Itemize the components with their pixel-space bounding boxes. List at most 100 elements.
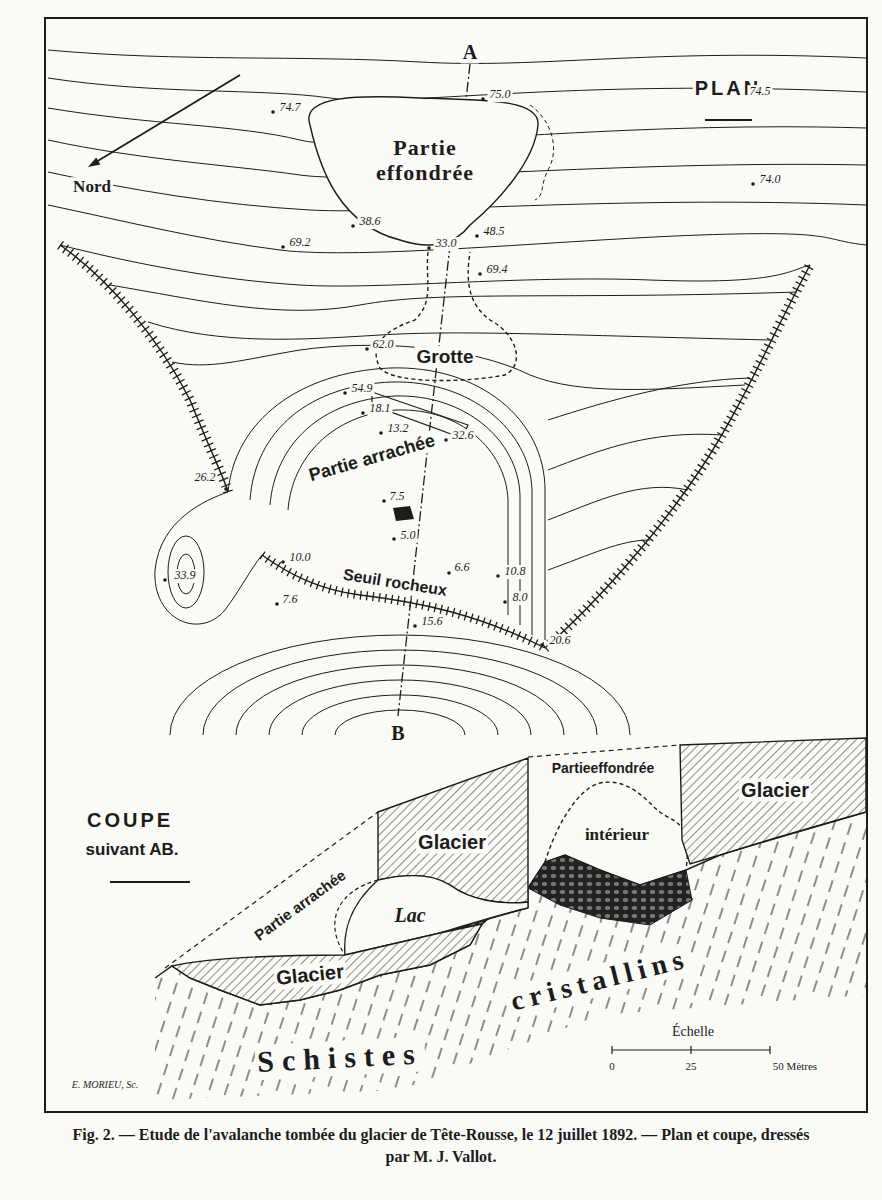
spot-height: 62.0	[371, 338, 396, 352]
former-surface-line	[528, 745, 680, 757]
region-label: intérieur	[583, 825, 651, 845]
interior-cavity: intérieur	[540, 775, 695, 875]
spot-height: 33.9	[173, 569, 198, 583]
spot-point	[751, 182, 755, 186]
cliff-line	[545, 265, 810, 648]
cliff-edges	[60, 245, 810, 648]
region-label: Partie effondrée	[348, 135, 502, 186]
cliff-hachure	[60, 245, 228, 492]
spot-height: 54.9	[350, 382, 375, 396]
north-label: Nord	[71, 177, 113, 197]
contour-line	[168, 536, 204, 608]
node-shape	[545, 782, 687, 868]
contour-line	[270, 396, 520, 625]
axis-letter: B	[389, 722, 406, 745]
spot-height: 38.6	[358, 215, 383, 229]
scale-bar	[612, 1046, 770, 1054]
panel-title: COUPE	[85, 809, 175, 832]
title-underline	[705, 119, 752, 121]
spot-height: 7.6	[281, 593, 300, 607]
region-label: Grotte	[415, 346, 476, 368]
north-arrow-head	[88, 157, 100, 167]
title-underline	[110, 881, 190, 883]
cliff-line	[262, 555, 545, 648]
contour-line	[155, 492, 262, 624]
spot-height: 10.8	[503, 565, 528, 579]
panel-subtitle: suivant AB.	[84, 840, 181, 860]
contour-line	[548, 434, 722, 470]
spot-point	[478, 272, 482, 276]
rubble-deposit	[528, 855, 692, 925]
spot-point	[382, 499, 386, 503]
spot-height: 33.0	[434, 237, 459, 251]
spot-point	[447, 571, 451, 575]
spot-height: 69.2	[288, 236, 313, 250]
spot-height: 48.5	[482, 225, 507, 239]
contour-line	[48, 50, 866, 63]
scale-tick	[690, 1046, 691, 1054]
region-label: Lac	[392, 904, 427, 927]
area-label: Partie arrachée	[249, 865, 350, 945]
spot-point	[224, 487, 228, 491]
rock-block	[393, 506, 414, 521]
spot-point	[540, 643, 544, 647]
spot-height: 74.7	[278, 101, 303, 115]
engraver-signature: E. MORIEU, Sc.	[70, 1079, 140, 1091]
spot-height: 69.4	[485, 263, 510, 277]
contour-line	[250, 382, 532, 635]
spot-height: 74.5	[748, 85, 773, 99]
spot-point	[361, 411, 365, 415]
contour-line	[170, 635, 630, 735]
scale-title: Échelle	[670, 1024, 716, 1040]
spot-point	[281, 560, 285, 564]
spot-point	[351, 224, 355, 228]
contour-line	[548, 378, 750, 420]
spot-point	[444, 438, 448, 442]
spot-height: 8.0	[511, 591, 530, 605]
spot-point	[503, 600, 507, 604]
scale-tick	[611, 1046, 612, 1054]
spot-height: 6.6	[453, 561, 472, 575]
glacier-band: Glacier	[165, 920, 490, 1010]
spot-height: 18.1	[368, 402, 393, 416]
spot-point	[427, 246, 431, 250]
collapsed-area: Partie effondrée	[295, 88, 550, 258]
glacier-block: Glacier	[675, 735, 867, 870]
spot-height: 7.5	[388, 490, 407, 504]
spot-point	[281, 245, 285, 249]
node-shape	[172, 924, 482, 1005]
spot-point	[496, 574, 500, 578]
scale-tick	[769, 1046, 770, 1054]
region-label: Glacier	[416, 831, 488, 854]
spot-point	[392, 537, 396, 541]
cliff-line	[60, 245, 228, 492]
node-shape	[309, 97, 538, 245]
figure-caption: Fig. 2. — Etude de l'avalanche tombée du…	[60, 1124, 822, 1169]
spot-height: 32.6	[451, 429, 476, 443]
cliff-hachure	[262, 555, 545, 648]
spot-height: 5.0	[399, 529, 418, 543]
contour-line	[60, 245, 810, 286]
spot-point	[271, 110, 275, 114]
area-label: Seuil rocheux	[340, 565, 450, 600]
spot-point	[379, 431, 383, 435]
spot-height: 20.6	[548, 634, 573, 648]
scale-number: 50 Mètres	[771, 1060, 819, 1073]
spot-point	[275, 602, 279, 606]
contour-line	[172, 345, 745, 389]
spot-height: 13.2	[386, 422, 411, 436]
rock-label: cristallins	[506, 942, 695, 1018]
area-label: Partieeffondrée	[550, 760, 657, 776]
scale-number: 0	[607, 1060, 617, 1073]
spot-height: 10.0	[288, 551, 313, 565]
contour-line	[110, 285, 797, 310]
spot-height: 26.2	[193, 471, 218, 485]
spot-height: 75.0	[488, 88, 513, 102]
spot-height-points	[163, 94, 755, 647]
contour-line	[288, 410, 508, 615]
spot-point	[413, 624, 417, 628]
spot-height: 15.6	[420, 615, 445, 629]
